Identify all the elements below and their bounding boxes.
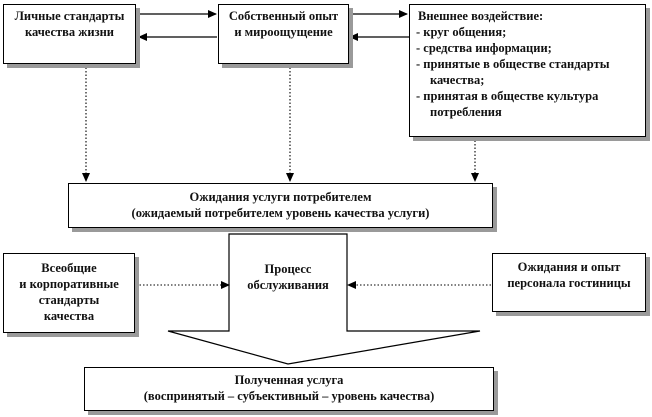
- external-item-4-text: - принятая в обществе культура: [416, 89, 599, 103]
- personal-standards-line-2: качества жизни: [24, 25, 115, 39]
- received-service-box: Полученная услуга (воспринятый – субъект…: [84, 367, 494, 411]
- external-influence-item: - принятые в обществе стандарты качества…: [416, 56, 645, 88]
- received-service-line-1: Полученная услуга: [234, 373, 344, 387]
- quality-standards-line-4: качества: [43, 309, 95, 323]
- external-item-2-text: - средства информации;: [416, 41, 552, 55]
- own-experience-line-1: Собственный опыт: [228, 9, 339, 23]
- quality-standards-box: Всеобщие и корпоративные стандарты качес…: [3, 253, 135, 333]
- external-influence-item: - средства информации;: [416, 40, 645, 56]
- service-process-line-1: Процесс: [264, 262, 312, 276]
- external-influence-title: Внешнее воздействие:: [418, 9, 544, 23]
- external-item-3-text: - принятые в обществе стандарты: [416, 57, 610, 71]
- personal-standards-box: Личные стандарты качества жизни: [3, 4, 136, 64]
- external-item-1-text: - круг общения;: [416, 25, 507, 39]
- quality-standards-line-2: и корпоративные: [19, 277, 119, 291]
- consumer-expectations-line-1: Ожидания услуги потребителем: [189, 190, 372, 204]
- external-influence-item: - принятая в обществе культура потреблен…: [416, 88, 645, 120]
- personal-standards-line-1: Личные стандарты: [14, 9, 125, 23]
- service-process-line-2: обслуживания: [247, 278, 329, 292]
- consumer-expectations-line-2: (ожидаемый потребителем уровень качества…: [131, 206, 430, 220]
- staff-expectations-line-1: Ожидания и опыт: [517, 260, 621, 274]
- external-influence-list: - круг общения; - средства информации; -…: [416, 24, 645, 120]
- staff-expectations-line-2: персонала гостиницы: [507, 276, 631, 290]
- external-item-4-continuation: потребления: [430, 105, 502, 119]
- process-big-arrow: [167, 233, 481, 365]
- external-influence-box: Внешнее воздействие: - круг общения; - с…: [409, 4, 646, 137]
- received-service-line-2: (воспринятый – субъективный – уровень ка…: [143, 389, 435, 403]
- quality-standards-line-3: стандарты: [38, 293, 100, 307]
- service-process-label: Процесс обслуживания: [232, 261, 344, 293]
- consumer-expectations-box: Ожидания услуги потребителем (ожидаемый …: [68, 183, 493, 228]
- own-experience-line-2: и мироощущение: [234, 25, 333, 39]
- external-influence-item: - круг общения;: [416, 24, 645, 40]
- staff-expectations-box: Ожидания и опыт персонала гостиницы: [492, 253, 646, 312]
- quality-standards-line-1: Всеобщие: [41, 261, 97, 275]
- external-item-3-continuation: качества;: [430, 73, 485, 87]
- own-experience-box: Собственный опыт и мироощущение: [218, 4, 349, 64]
